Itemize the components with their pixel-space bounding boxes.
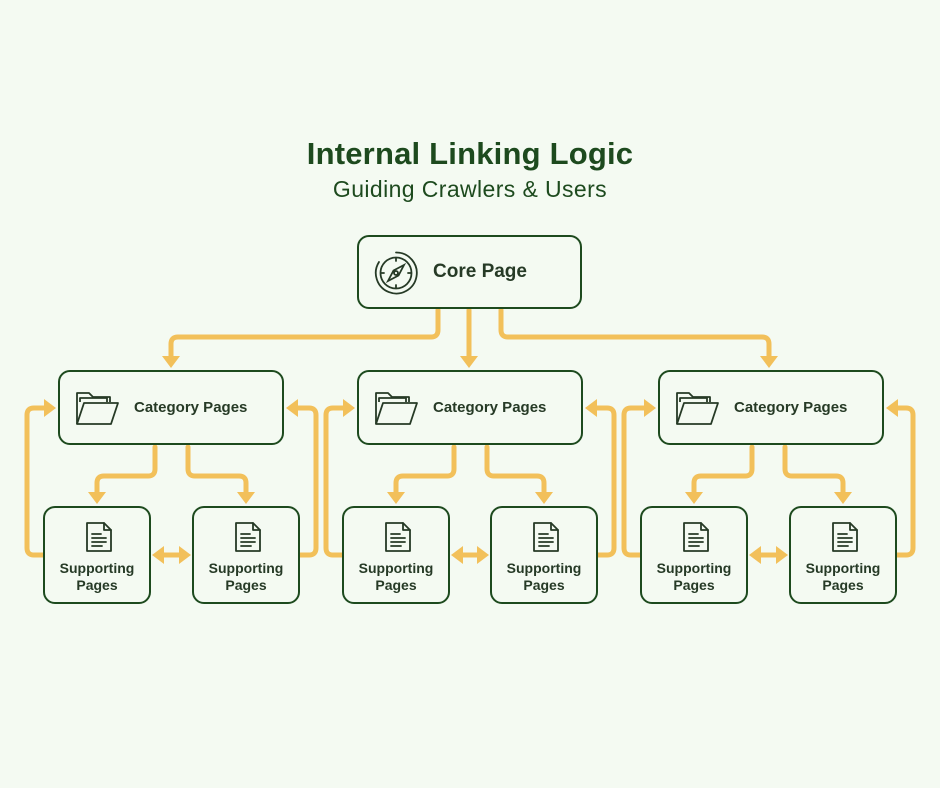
diagram-title: Internal Linking Logic <box>306 136 634 171</box>
connector-category-3-to-supporting-right <box>782 444 846 495</box>
connector-supporting-2-backlink-left <box>323 405 348 558</box>
arrowhead-down <box>162 356 180 368</box>
compass-icon <box>374 251 418 295</box>
supporting-page-node-3b: Supporting Pages <box>789 506 897 604</box>
category-page-label: Category Pages <box>433 399 547 416</box>
arrowhead-down <box>460 356 478 368</box>
folder-icon <box>375 392 418 425</box>
connector-category-1-to-supporting-left <box>94 444 158 495</box>
core-page-node: Core Page <box>357 235 582 309</box>
connector-category-1-to-supporting-right <box>185 444 249 495</box>
connector-supporting-3-backlink-left <box>621 405 649 558</box>
arrowhead-down <box>760 356 778 368</box>
arrowhead-right <box>44 399 56 417</box>
folder-icon <box>676 392 719 425</box>
supporting-page-node-1a: Supporting Pages <box>43 506 151 604</box>
arrowhead-down <box>535 492 553 504</box>
connector-category-2-to-supporting-left <box>393 444 457 495</box>
arrowhead-right <box>477 546 489 564</box>
arrowhead-down <box>834 492 852 504</box>
arrowhead-down <box>88 492 106 504</box>
connector-core-to-category-1 <box>168 307 441 359</box>
supporting-page-node-2a: Supporting Pages <box>342 506 450 604</box>
arrowhead-left <box>749 546 761 564</box>
folder-icon <box>76 392 119 425</box>
arrowhead-left <box>585 399 597 417</box>
core-page-label: Core Page <box>433 261 527 282</box>
arrowhead-left <box>886 399 898 417</box>
supporting-page-node-3a: Supporting Pages <box>640 506 748 604</box>
supporting-page-label: Supporting Pages <box>805 560 881 593</box>
arrowhead-left <box>451 546 463 564</box>
arrowhead-right <box>776 546 788 564</box>
document-icon <box>235 522 261 552</box>
connector-category-3-to-supporting-left <box>691 444 755 495</box>
connector-supporting-1-backlink-right <box>293 405 319 558</box>
arrowhead-down <box>237 492 255 504</box>
connector-supporting-1-backlink-left <box>24 405 49 558</box>
connector-supporting-2-backlink-right <box>592 405 617 558</box>
supporting-page-label: Supporting Pages <box>656 560 732 593</box>
connector-supporting-3-backlink-right <box>893 405 916 558</box>
arrowhead-right <box>343 399 355 417</box>
connector-core-to-category-3 <box>498 307 772 359</box>
arrowhead-right <box>179 546 191 564</box>
arrowhead-left <box>152 546 164 564</box>
supporting-page-node-1b: Supporting Pages <box>192 506 300 604</box>
arrowhead-down <box>387 492 405 504</box>
arrowhead-right <box>644 399 656 417</box>
connector-category-2-to-supporting-right <box>484 444 547 495</box>
category-page-node-2: Category Pages <box>357 370 583 445</box>
document-icon <box>385 522 411 552</box>
category-page-node-1: Category Pages <box>58 370 284 445</box>
document-icon <box>533 522 559 552</box>
document-icon <box>683 522 709 552</box>
diagram-subtitle: Guiding Crawlers & Users <box>332 176 608 202</box>
supporting-page-label: Supporting Pages <box>208 560 284 593</box>
document-icon <box>832 522 858 552</box>
category-page-label: Category Pages <box>734 399 848 416</box>
category-page-label: Category Pages <box>134 399 248 416</box>
arrowhead-down <box>685 492 703 504</box>
supporting-page-node-2b: Supporting Pages <box>490 506 598 604</box>
document-icon <box>86 522 112 552</box>
category-page-node-3: Category Pages <box>658 370 884 445</box>
supporting-page-label: Supporting Pages <box>506 560 582 593</box>
supporting-page-label: Supporting Pages <box>59 560 135 593</box>
arrowhead-left <box>286 399 298 417</box>
supporting-page-label: Supporting Pages <box>358 560 434 593</box>
